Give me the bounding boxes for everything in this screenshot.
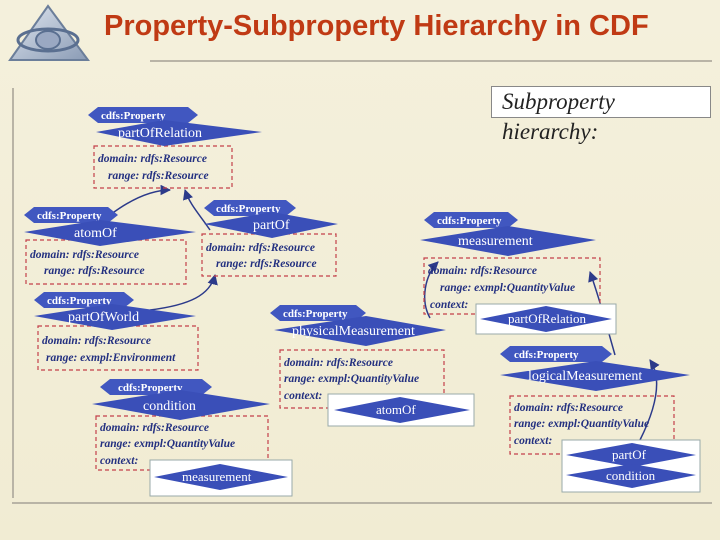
type-partOf: cdfs:Property [216,203,281,215]
arrow-logical-link [639,359,660,441]
ctx-text-measurement: partOfRelation [508,311,586,326]
ctx-text-condition: measurement [182,469,252,484]
page-title: Property-Subproperty Hierarchy in CDF [104,10,649,42]
bottom-rule [12,502,712,504]
name-partOf: partOf [253,218,290,233]
domain-partOfRelation: domain: rdfs:Resource [98,153,207,165]
arrow-atomOf-partOfRelation [109,184,172,216]
title-divider [150,60,712,62]
type-tag-partOf [204,200,296,216]
name-measurement: measurement [458,234,533,249]
range-partOf: range: rdfs:Resource [216,258,317,270]
hierarchy-label: Subproperty hierarchy: [491,86,711,144]
name-partOfRelation: partOfRelation [118,126,202,141]
domain-partOf: domain: rdfs:Resource [206,242,315,254]
range-logical: range: exmpl:QuantityValue [514,418,649,430]
type-condition: cdfs:Property [118,382,183,394]
diamond-measurement [420,226,596,256]
box-partOfRelation [93,145,233,189]
type-logical: cdfs:Property [514,349,579,361]
context-logical: context: [514,435,552,447]
left-rule [12,88,14,498]
name-logical: logicalMeasurement [528,369,642,384]
domain-logical: domain: rdfs:Resource [514,402,623,414]
diamond-condition [92,390,270,420]
range-measurement: range: exmpl:QuantityValue [440,282,575,294]
arrow-partOfWorld-partOf [149,273,218,311]
context-measurement: context: [430,299,468,311]
ctx-diamond-physical [334,397,470,423]
diamond-partOfWorld [34,304,196,330]
range-atomOf: range: rdfs:Resource [44,265,145,277]
type-tag-measurement [424,212,518,228]
range-physical: range: exmpl:QuantityValue [284,373,419,385]
ctx-text-logical-2: condition [606,468,656,483]
type-tag-partOfRelation [88,107,198,123]
context-condition: context: [100,455,138,467]
logo-icon [8,4,90,61]
domain-measurement: domain: rdfs:Resource [428,265,537,277]
box-atomOf [25,239,187,285]
arrow-partOf-partOfRelation [183,189,211,231]
diamond-partOfRelation [96,120,262,146]
type-tag-physical [270,305,366,321]
type-measurement: cdfs:Property [437,215,502,227]
name-condition: condition [143,399,196,414]
ctx-text-logical-1: partOf [612,447,647,462]
diamond-partOf [204,212,338,238]
diamond-logical [500,361,690,391]
type-physical: cdfs:Property [283,308,348,320]
diamond-physical [274,316,446,346]
domain-condition: domain: rdfs:Resource [100,422,209,434]
context-physical: context: [284,390,322,402]
domain-atomOf: domain: rdfs:Resource [30,249,139,261]
arrow-physical-measurement [423,261,439,319]
type-tag-logical [500,346,612,362]
type-partOfRelation: cdfs:Property [101,110,166,122]
ctx-diamond-logical-2 [566,464,696,488]
ctx-diamond-logical-1 [566,443,696,467]
name-physical: physicalMeasurement [292,324,415,339]
name-atomOf: atomOf [74,226,117,241]
domain-partOfWorld: domain: rdfs:Resource [42,335,151,347]
type-partOfWorld: cdfs:Property [47,295,112,307]
name-partOfWorld: partOfWorld [68,310,139,325]
type-tag-partOfWorld [34,292,134,308]
ctx-diamond-measurement [480,306,612,332]
domain-physical: domain: rdfs:Resource [284,357,393,369]
box-measurement [423,257,601,315]
range-condition: range: exmpl:QuantityValue [100,438,235,450]
range-partOfRelation: range: rdfs:Resource [108,170,209,182]
ctx-diamond-condition [154,464,288,490]
type-tag-atomOf [24,207,118,223]
diamond-atomOf [24,220,196,246]
type-atomOf: cdfs:Property [37,210,102,222]
ctx-text-physical: atomOf [376,402,416,417]
range-partOfWorld: range: exmpl:Environment [46,352,176,364]
